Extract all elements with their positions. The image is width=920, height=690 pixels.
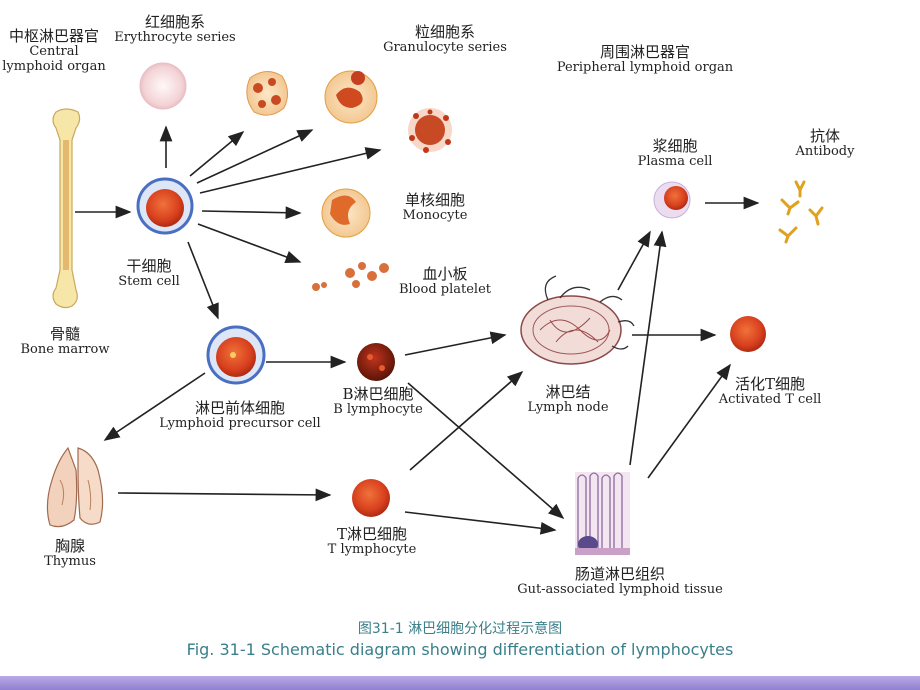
- bone-marrow-image: [52, 108, 81, 309]
- granulocyte-cell-2: [324, 70, 378, 124]
- blood-platelet-label: 血小板 Blood platelet: [398, 265, 492, 298]
- arrow-stem-gran3: [199, 147, 382, 194]
- stem-cell: [136, 177, 194, 235]
- antibody-molecules: [778, 180, 824, 244]
- lymphoid-precursor-label: 淋巴前体细胞 Lymphoid precursor cell: [159, 399, 321, 432]
- activated-t-cell: [730, 316, 766, 352]
- arrow-stem-gran2: [196, 129, 314, 184]
- lymph-node-image: [520, 275, 635, 365]
- arrow-b-node: [404, 331, 507, 356]
- peripheral-lymphoid-organ-label: 周围淋巴器官 Peripheral lymphoid organ: [556, 43, 734, 76]
- plasma-cell-label: 浆细胞 Plasma cell: [637, 137, 713, 170]
- lymph-node-label: 淋巴结 Lymph node: [527, 383, 609, 416]
- t-lymphocyte-label: T淋巴细胞 T lymphocyte: [327, 525, 417, 558]
- arrow-node-plasma: [617, 230, 651, 291]
- arrow-galt-plasma: [629, 230, 667, 466]
- figure-caption-en: Fig. 31-1 Schematic diagram showing diff…: [186, 640, 734, 659]
- figure-caption-zh: 图31-1 淋巴细胞分化过程示意图: [357, 621, 563, 637]
- gut-lymphoid-tissue-image: [575, 472, 630, 555]
- arrow-t-node: [409, 370, 524, 471]
- b-lymphocyte-label: B淋巴细胞 B lymphocyte: [333, 385, 423, 418]
- stem-cell-label: 干细胞 Stem cell: [118, 257, 180, 290]
- activated-t-cell-label: 活化T细胞 Activated T cell: [718, 375, 822, 408]
- bottom-decorative-bar: [0, 676, 920, 690]
- plasma-cell: [653, 181, 691, 219]
- arrow-stem-precursor: [187, 241, 219, 320]
- antibody-label: 抗体 Antibody: [795, 127, 855, 160]
- thymus-label: 胸腺 Thymus: [44, 537, 96, 570]
- arrow-stem-gran1: [189, 130, 245, 177]
- t-lymphocyte-cell: [352, 479, 390, 517]
- granulocyte-cell-3: [408, 108, 452, 153]
- arrow-precursor-thymus: [103, 372, 206, 441]
- erythrocyte-cell: [139, 62, 187, 110]
- arrow-b-galt: [407, 382, 565, 520]
- arrow-stem-platelet: [197, 223, 302, 263]
- arrow-t-galt: [404, 511, 557, 535]
- granulocyte-cell-1: [246, 71, 288, 116]
- monocyte-cell: [321, 188, 371, 238]
- granulocyte-series-label: 粒细胞系 Granulocyte series: [383, 23, 507, 56]
- monocyte-label: 单核细胞 Monocyte: [402, 191, 468, 224]
- b-lymphocyte-cell: [357, 343, 395, 381]
- arrow-stem-mono: [201, 206, 302, 220]
- lymphoid-precursor-cell: [206, 325, 266, 385]
- arrow-galt-activated: [647, 363, 731, 479]
- arrow-thymus-t: [117, 488, 332, 502]
- blood-platelets: [312, 262, 389, 291]
- central-lymphoid-organ-label: 中枢淋巴器官 Central lymphoid organ: [2, 27, 106, 75]
- gut-lymphoid-tissue-label: 肠道淋巴组织 Gut-associated lymphoid tissue: [517, 565, 723, 598]
- bone-marrow-label: 骨髓 Bone marrow: [20, 325, 110, 358]
- thymus-image: [46, 446, 104, 528]
- erythrocyte-series-label: 红细胞系 Erythrocyte series: [114, 13, 236, 46]
